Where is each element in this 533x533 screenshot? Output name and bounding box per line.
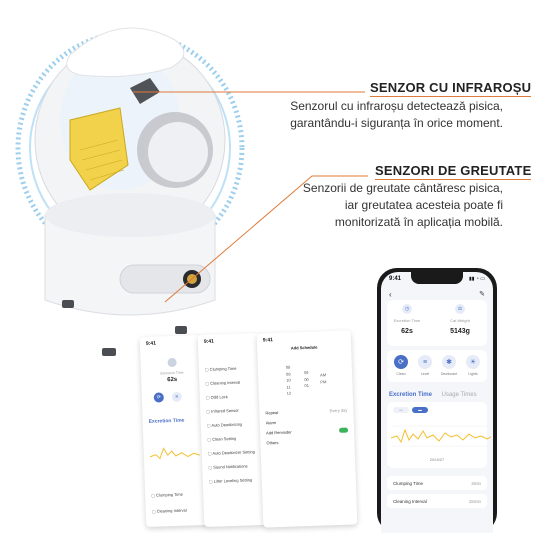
edit-icon[interactable]: ✎ — [479, 291, 485, 298]
schedule-row-label: Add Reminder — [266, 429, 292, 435]
weight-desc-line-2: iar greutatea acesteia poate fi — [344, 198, 503, 212]
action-label: Lights — [468, 372, 478, 376]
app-screenshot-schedule: 9:41 Add Schedule 08 09 10 11 12 59 00 0… — [256, 330, 358, 528]
schedule-row[interactable]: Others — [266, 435, 348, 448]
excretion-line-chart — [391, 425, 491, 447]
app-screenshot-settings: 9:41 Clumping Time Cleaning Interval Odd… — [197, 332, 267, 528]
infrared-desc-line-2: garantându-i siguranța în orice moment. — [290, 116, 503, 130]
weight-desc-line-3: monitorizată în aplicația mobilă. — [334, 215, 503, 229]
action-label: Clean — [396, 372, 406, 376]
row-label: Cleaning Interval — [393, 498, 427, 504]
litter-box-illustration — [15, 27, 245, 356]
clean-icon[interactable]: ⟳ — [153, 392, 164, 403]
shot-right-title: Add Schedule — [290, 344, 318, 351]
cleaning-interval-row[interactable]: Cleaning Interval 15min — [387, 494, 487, 508]
scale-icon: ⚖ — [455, 304, 465, 314]
setting-item[interactable]: Litter Leveling Setting — [209, 477, 253, 484]
setting-item[interactable]: Auto Deodorizing — [207, 422, 242, 428]
schedule-row-label: Repeat — [265, 409, 279, 415]
stat-label: Excretion Time — [393, 318, 421, 323]
setting-item[interactable]: Infrared Sensor — [206, 408, 239, 414]
range-pill-day[interactable]: ▭ — [393, 407, 409, 413]
minute-option[interactable]: 59 — [303, 369, 309, 376]
setting-item[interactable]: Clumping Time — [205, 366, 237, 372]
action-label: Deodorant — [440, 372, 458, 376]
weight-leader-line — [164, 175, 368, 303]
setting-item[interactable]: Clean Setting — [207, 436, 236, 442]
stat-value: 5143g — [450, 328, 470, 335]
stat-value: 62s — [401, 328, 413, 335]
setting-item[interactable]: Auto Deodorizer Setting — [208, 449, 255, 456]
setting-item[interactable]: Odd Lock — [206, 394, 228, 400]
shot-left-chart — [149, 447, 200, 460]
status-icons: ▮▮ ◔ ▭ — [468, 276, 485, 282]
deodorant-icon[interactable]: ✱ — [442, 355, 456, 369]
shot-middle-time: 9:41 — [203, 338, 215, 345]
hour-option[interactable]: 10 — [286, 377, 291, 383]
status-time: 9:41 — [389, 276, 402, 282]
tab-excretion-time[interactable]: Excretion Time — [389, 392, 432, 398]
shot-left-stat-value: 62s — [167, 376, 178, 384]
stat-label: Cat Weight — [450, 318, 470, 323]
shot-right-time: 9:41 — [262, 337, 273, 344]
cat-avatar — [167, 357, 177, 368]
time-picker[interactable]: 08 09 10 11 12 59 00 01 AM PM — [268, 363, 343, 400]
row-value: 15min — [468, 498, 481, 504]
ampm-option[interactable]: PM — [320, 378, 327, 385]
excretion-chart: ▭ ▬ — [387, 402, 491, 468]
smartphone: 9:41 ▮▮ ◔ ▭ ‹ ✎ ◷ ⚖ Excretion Time Cat W… — [377, 268, 497, 533]
infrared-sensor-description: Senzorul cu infraroșu detectează pisica,… — [290, 98, 503, 132]
hour-option[interactable]: 08 — [285, 364, 291, 370]
row-value: 3min — [471, 480, 481, 486]
clean-icon[interactable]: ⟳ — [394, 355, 408, 369]
reminder-toggle[interactable] — [338, 427, 349, 433]
setting-item[interactable]: Cleaning Interval — [205, 380, 240, 386]
hour-option[interactable]: 12 — [286, 390, 292, 396]
level-icon[interactable]: ≡ — [418, 355, 432, 369]
app-screenshot-overview: 9:41 Excretion Time 62s ⟳ ≡ Excretion Ti… — [139, 334, 209, 528]
quick-actions: ⟳ ≡ ✱ ☀ Clean Level Deodorant Lights — [387, 350, 487, 382]
weight-sensor-description: Senzorii de greutate cântăresc pisica, i… — [303, 180, 503, 231]
tab-usage-times[interactable]: Usage Times — [441, 392, 477, 398]
setting-item[interactable]: Sound Notifications — [208, 463, 248, 469]
shot-left-tab[interactable]: Excretion Time — [148, 417, 185, 425]
stats-card: ◷ ⚖ Excretion Time Cat Weight 62s 5143g — [387, 300, 487, 346]
schedule-options: Repeat Every day Alarm Add Reminder Othe… — [265, 405, 349, 448]
infrared-sensor-title: SENZOR CU INFRAROȘU — [370, 80, 532, 97]
schedule-row-label: Others — [266, 439, 279, 445]
shot-left-time: 9:41 — [145, 340, 157, 347]
infrared-desc-line-1: Senzorul cu infraroșu detectează pisica, — [290, 99, 503, 113]
row-label: Clumping Time — [393, 480, 424, 486]
timer-icon: ◷ — [402, 304, 412, 314]
phone-notch — [411, 272, 463, 284]
level-icon[interactable]: ≡ — [171, 391, 182, 403]
schedule-row-value: Every day — [329, 407, 348, 413]
shot-left-setting-1[interactable]: Clumping Time — [151, 492, 183, 498]
back-icon[interactable]: ‹ — [389, 290, 392, 299]
lights-icon[interactable]: ☀ — [466, 355, 480, 369]
weight-desc-line-1: Senzorii de greutate cântăresc pisica, — [302, 181, 503, 195]
weight-sensor-title: SENZORI DE GREUTATE — [375, 163, 532, 180]
shot-left-stat-label: Excretion Time — [160, 370, 184, 376]
phone-screen: 9:41 ▮▮ ◔ ▭ ‹ ✎ ◷ ⚖ Excretion Time Cat W… — [381, 272, 493, 533]
shot-left-setting-2[interactable]: Cleaning Interval — [152, 508, 187, 514]
range-pill-month[interactable]: ▬ — [412, 407, 428, 413]
minute-option[interactable]: 01 — [304, 382, 310, 389]
action-label: Level — [420, 372, 430, 376]
schedule-row-label: Alarm — [265, 419, 277, 425]
clumping-time-row[interactable]: Clumping Time 3min — [387, 476, 487, 490]
ampm-option[interactable]: AM — [320, 372, 327, 378]
chart-tabs: Excretion Time Usage Times — [389, 392, 477, 398]
chart-date: 2024/07 — [429, 457, 445, 462]
